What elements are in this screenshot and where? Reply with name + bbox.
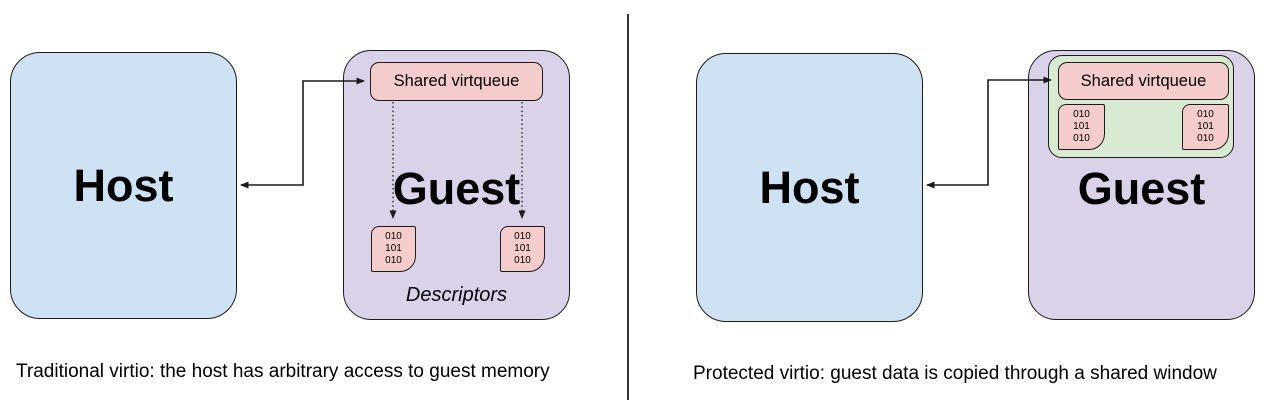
host-label: Host <box>759 161 860 213</box>
buffer-bits-line: 101 <box>1197 121 1214 132</box>
buffer-bits-line: 010 <box>1197 109 1214 120</box>
protected-virtio-caption: Protected virtio: guest data is copied t… <box>693 363 1217 384</box>
guest-box: Shared virtqueue 010 101 010 010 101 010… <box>1028 50 1255 320</box>
descriptor-bits-line: 101 <box>385 243 402 254</box>
descriptor-bits-line: 010 <box>385 231 402 242</box>
traditional-virtio-caption: Traditional virtio: the host has arbitra… <box>16 361 550 382</box>
shared-virtqueue-label: Shared virtqueue <box>393 72 520 90</box>
descriptors-label: Descriptors <box>405 284 508 306</box>
descriptor-bits-line: 010 <box>514 231 531 242</box>
buffer-bits-line: 010 <box>1197 133 1214 144</box>
copied-buffer-box: 010 101 010 <box>1058 104 1105 150</box>
guest-box: Shared virtqueue Guest 010 101 010 010 1… <box>343 50 570 320</box>
host-label: Host <box>73 159 174 211</box>
host-box: Host <box>696 53 923 322</box>
traditional-virtio-panel: Host Shared virtqueue Guest 010 101 010 … <box>10 50 570 382</box>
descriptor-box: 010 101 010 <box>500 226 545 272</box>
descriptor-box: 010 101 010 <box>371 226 416 272</box>
host-box: Host <box>10 52 237 319</box>
guest-label: Guest <box>1077 163 1206 214</box>
descriptor-bits-line: 101 <box>514 243 531 254</box>
shared-virtqueue-box: Shared virtqueue <box>1058 62 1229 100</box>
buffer-bits-line: 010 <box>1073 109 1090 120</box>
buffer-bits-line: 101 <box>1073 121 1090 132</box>
descriptor-bits-line: 010 <box>514 255 531 266</box>
copied-buffer-box: 010 101 010 <box>1182 104 1229 150</box>
guest-label: Guest <box>392 163 521 214</box>
descriptor-bits-line: 010 <box>385 255 402 266</box>
shared-virtqueue-box: Shared virtqueue <box>370 62 543 101</box>
protected-virtio-panel: Host Shared virtqueue 010 101 010 010 10… <box>633 0 1266 408</box>
shared-virtqueue-label: Shared virtqueue <box>1080 71 1207 90</box>
buffer-bits-line: 010 <box>1073 133 1090 144</box>
shared-window-box: Shared virtqueue 010 101 010 010 101 010 <box>1048 55 1234 158</box>
